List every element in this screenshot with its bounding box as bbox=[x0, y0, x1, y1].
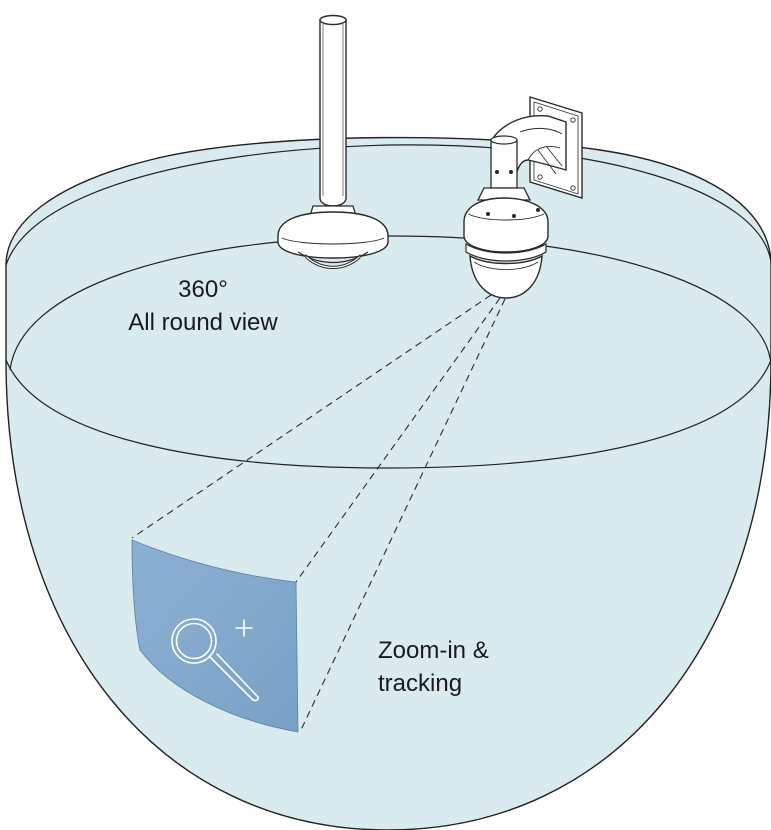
zoom-label-line1: Zoom-in & bbox=[378, 637, 489, 664]
zoom-field-of-view bbox=[131, 294, 506, 733]
zoom-label-line2: tracking bbox=[378, 670, 463, 697]
dome-equator-ring bbox=[5, 359, 771, 469]
magnifier-plus-icon bbox=[171, 618, 259, 702]
panoramic-degrees-text: 360° bbox=[178, 276, 228, 303]
panoramic-caption-text: All round view bbox=[128, 309, 278, 336]
panoramic-label: 360° All round view bbox=[108, 276, 298, 337]
ptz-camera bbox=[463, 96, 583, 299]
dome-inner-ring bbox=[9, 235, 771, 371]
panoramic-camera bbox=[277, 14, 389, 269]
dome-top-rim-back bbox=[5, 144, 771, 266]
zoom-label: Zoom-in & tracking bbox=[378, 637, 489, 698]
